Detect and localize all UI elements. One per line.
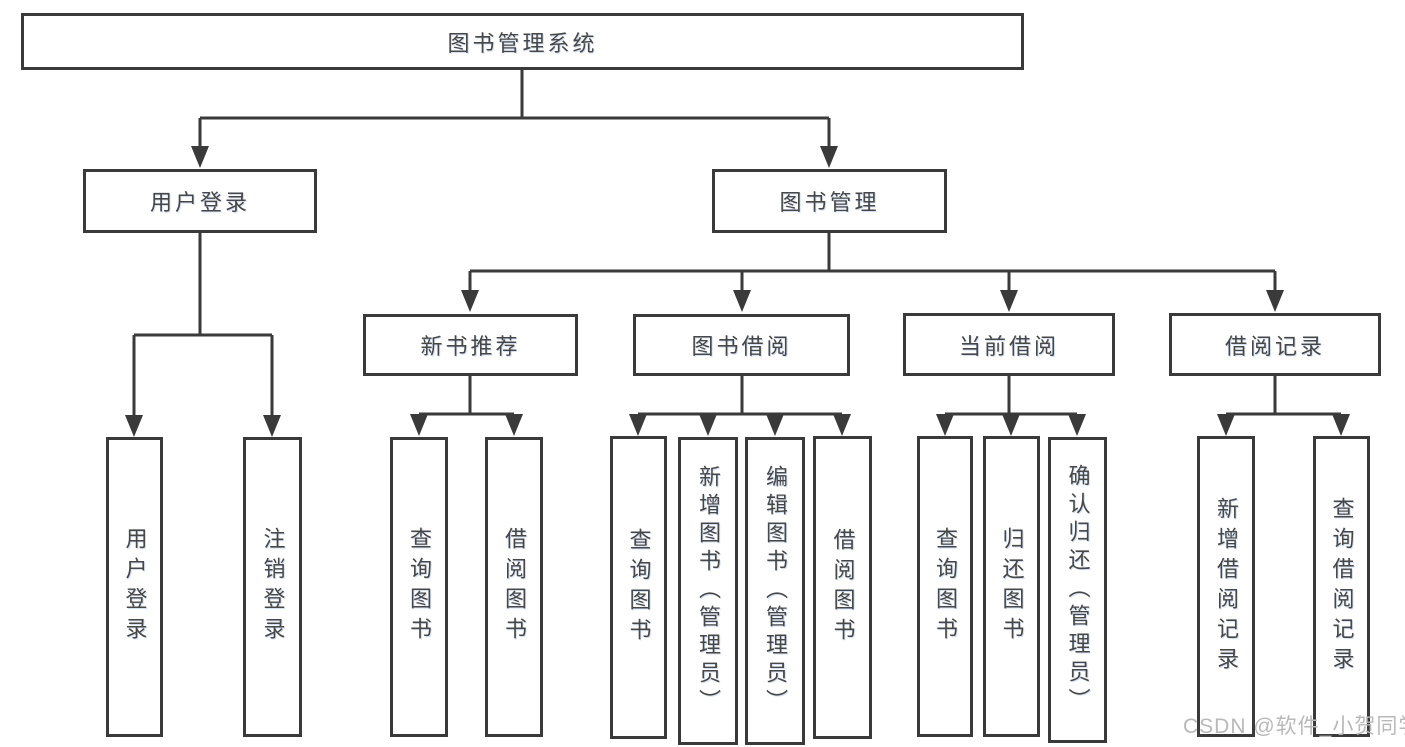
node-new-book-recommend: 新书推荐: [363, 314, 578, 376]
leaf-label: 新增借阅记录: [1214, 496, 1239, 677]
leaf-edit-book-admin: 编辑图书（管理员）: [745, 437, 805, 745]
leaf-query-borrow-record: 查询借阅记录: [1313, 436, 1370, 737]
node-book-borrow: 图书借阅: [633, 314, 850, 376]
watermark: CSDN @软件_小贺同学: [1183, 715, 1405, 738]
leaf-label: 查询图书: [407, 527, 432, 647]
leaf-label: 归还图书: [999, 526, 1025, 647]
leaf-logout: 注销登录: [243, 437, 302, 737]
leaf-confirm-return-admin: 确认归还（管理员）: [1048, 437, 1107, 743]
leaf-add-book-admin: 新增图书（管理员）: [678, 437, 738, 745]
node-borrow-records: 借阅记录: [1169, 313, 1381, 376]
node-current-borrow: 当前借阅: [903, 313, 1115, 376]
leaf-label: 借阅图书: [502, 527, 527, 647]
leaf-label: 用户登录: [122, 527, 148, 647]
leaf-label: 查询图书: [933, 526, 958, 647]
leaf-query-book-borrow: 查询图书: [610, 436, 667, 739]
leaf-label: 借阅图书: [830, 527, 856, 648]
leaf-query-book-current: 查询图书: [917, 436, 973, 737]
leaf-label: 编辑图书（管理员）: [763, 465, 788, 717]
leaf-user-login: 用户登录: [106, 437, 163, 737]
leaf-borrow-book-recommend: 借阅图书: [485, 437, 543, 737]
leaf-query-book-recommend: 查询图书: [390, 437, 448, 737]
leaf-return-book: 归还图书: [983, 436, 1040, 737]
leaf-label: 查询借阅记录: [1329, 496, 1355, 677]
leaf-label: 注销登录: [260, 527, 286, 647]
leaf-label: 确认归还（管理员）: [1065, 464, 1091, 716]
leaf-add-borrow-record: 新增借阅记录: [1197, 436, 1255, 737]
leaf-label: 新增图书（管理员）: [696, 465, 721, 717]
leaf-label: 查询图书: [626, 527, 652, 648]
node-book-management: 图书管理: [712, 169, 947, 233]
node-root: 图书管理系统: [21, 13, 1024, 70]
leaf-borrow-book: 借阅图书: [813, 436, 872, 739]
node-user-login: 用户登录: [83, 169, 317, 233]
